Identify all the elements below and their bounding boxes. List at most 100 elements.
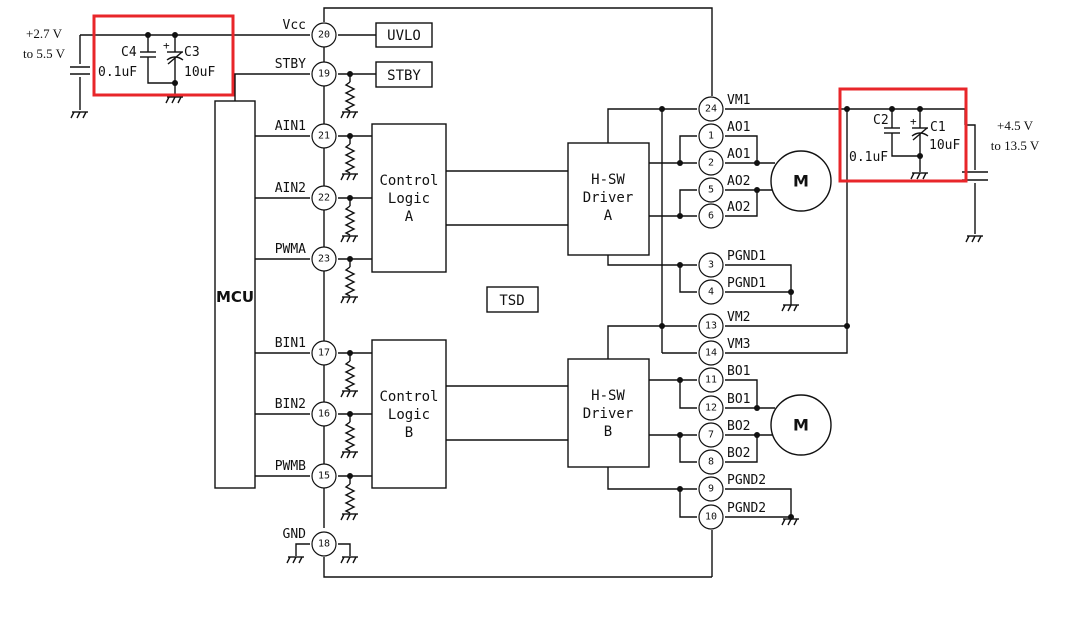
right-pin-8-circle xyxy=(698,449,724,475)
right-pin-4-number: 4 xyxy=(708,287,714,298)
svg-text:STBY: STBY xyxy=(387,68,421,84)
svg-text:M: M xyxy=(793,172,809,191)
stby-wire xyxy=(234,73,310,101)
right-pin-11-label: BO1 xyxy=(727,364,750,379)
right-pin-12-number: 12 xyxy=(705,403,717,414)
control-logic-a: Control Logic A xyxy=(371,123,447,273)
right-pin-7-circle xyxy=(698,422,724,448)
c2-capacitor: C2 0.1uF xyxy=(849,113,889,165)
mcu-signal-wires xyxy=(255,135,310,477)
left-pin-group: 20Vcc19STBY21AIN122AIN223PWMA17BIN116BIN… xyxy=(275,18,337,557)
supply-high-label: +4.5 V to 13.5 V xyxy=(991,118,1040,153)
right-pin-6-label: AO2 xyxy=(727,200,750,215)
right-pin-3-number: 3 xyxy=(708,260,714,271)
svg-text:UVLO: UVLO xyxy=(387,28,421,44)
svg-text:+2.7 V: +2.7 V xyxy=(26,26,63,41)
svg-text:A: A xyxy=(604,208,613,224)
right-pin-13-number: 13 xyxy=(705,321,717,332)
svg-text:Driver: Driver xyxy=(583,406,634,422)
stby-block: STBY xyxy=(375,61,433,88)
left-pin-22-label: AIN2 xyxy=(275,181,306,196)
right-pin-7-label: BO2 xyxy=(727,419,750,434)
left-pin-16-number: 16 xyxy=(318,409,330,420)
supply-low-label: +2.7 V to 5.5 V xyxy=(23,26,66,61)
left-pin-18-number: 18 xyxy=(318,539,330,550)
svg-text:TSD: TSD xyxy=(499,293,524,309)
right-pin-5-number: 5 xyxy=(708,185,714,196)
hsw-driver-b: H-SW Driver B xyxy=(567,358,650,468)
right-pin-24-circle xyxy=(698,96,724,122)
left-pin-16-label: BIN2 xyxy=(275,397,306,412)
left-pin-22-number: 22 xyxy=(318,193,330,204)
svg-text:10uF: 10uF xyxy=(929,138,960,153)
right-pin-14-circle xyxy=(698,340,724,366)
motor-a: M xyxy=(770,150,832,212)
left-pin-20-number: 20 xyxy=(318,30,330,41)
right-pin-10-number: 10 xyxy=(705,512,717,523)
svg-text:+: + xyxy=(163,39,170,52)
svg-text:C2: C2 xyxy=(873,113,889,128)
right-pin-10-circle xyxy=(698,504,724,530)
svg-text:10uF: 10uF xyxy=(184,65,215,80)
vm-rail-wires xyxy=(607,106,965,359)
hsw-driver-a: H-SW Driver A xyxy=(567,142,650,256)
svg-text:+4.5 V: +4.5 V xyxy=(997,118,1034,133)
right-pin-13-circle xyxy=(698,313,724,339)
logic-to-driver-wires xyxy=(446,170,568,441)
right-pin-2-circle xyxy=(698,150,724,176)
left-pin-20-circle xyxy=(311,22,337,48)
right-pin-4-circle xyxy=(698,279,724,305)
c4-capacitor: C4 0.1uF xyxy=(98,45,137,80)
right-pin-6-circle xyxy=(698,203,724,229)
svg-text:to 13.5 V: to 13.5 V xyxy=(991,138,1040,153)
right-pin-9-label: PGND2 xyxy=(727,473,766,488)
left-pin-22-circle xyxy=(311,185,337,211)
output-b-wires xyxy=(607,377,800,526)
right-pin-12-label: BO1 xyxy=(727,392,750,407)
right-pin-7-number: 7 xyxy=(708,430,714,441)
right-pin-9-circle xyxy=(698,476,724,502)
left-pin-15-label: PWMB xyxy=(275,459,306,474)
svg-text:Control: Control xyxy=(379,389,438,405)
right-pin-1-number: 1 xyxy=(708,131,714,142)
right-pin-24-label: VM1 xyxy=(727,93,750,108)
svg-text:M: M xyxy=(793,416,809,435)
right-pin-5-circle xyxy=(698,177,724,203)
highlight-box-c2-c1 xyxy=(838,87,968,183)
left-pin-23-number: 23 xyxy=(318,254,330,265)
svg-text:Driver: Driver xyxy=(583,190,634,206)
right-pin-8-number: 8 xyxy=(708,457,714,468)
right-pin-3-circle xyxy=(698,252,724,278)
left-pin-23-label: PWMA xyxy=(275,242,306,257)
right-pin-3-label: PGND1 xyxy=(727,249,766,264)
svg-text:Logic: Logic xyxy=(388,191,430,207)
left-pin-19-label: STBY xyxy=(275,57,306,72)
right-pin-8-label: BO2 xyxy=(727,446,750,461)
right-pin-12-circle xyxy=(698,395,724,421)
right-pin-2-number: 2 xyxy=(708,158,714,169)
svg-text:to 5.5 V: to 5.5 V xyxy=(23,46,66,61)
left-pin-17-number: 17 xyxy=(318,348,330,359)
svg-text:B: B xyxy=(604,424,612,440)
right-pin-10-label: PGND2 xyxy=(727,501,766,516)
svg-text:+: + xyxy=(910,115,917,128)
left-pin-20-label: Vcc xyxy=(283,18,306,33)
gnd-pin-wires xyxy=(286,543,359,564)
left-pin-23-circle xyxy=(311,246,337,272)
svg-text:C3: C3 xyxy=(184,45,200,60)
right-pin-14-label: VM3 xyxy=(727,337,750,352)
control-logic-b: Control Logic B xyxy=(371,339,447,489)
right-pin-1-circle xyxy=(698,123,724,149)
c2-c1-net xyxy=(884,106,988,243)
supply-low-net xyxy=(70,32,310,119)
right-pin-9-number: 9 xyxy=(708,484,714,495)
right-pin-13-label: VM2 xyxy=(727,310,750,325)
tsd-block: TSD xyxy=(486,286,539,313)
svg-text:C4: C4 xyxy=(121,45,137,60)
right-pin-2-label: AO1 xyxy=(727,147,750,162)
c1-capacitor: + C1 10uF xyxy=(910,115,960,153)
svg-text:Control: Control xyxy=(379,173,438,189)
left-pin-18-circle xyxy=(311,531,337,557)
uvlo-block: UVLO xyxy=(338,22,433,48)
